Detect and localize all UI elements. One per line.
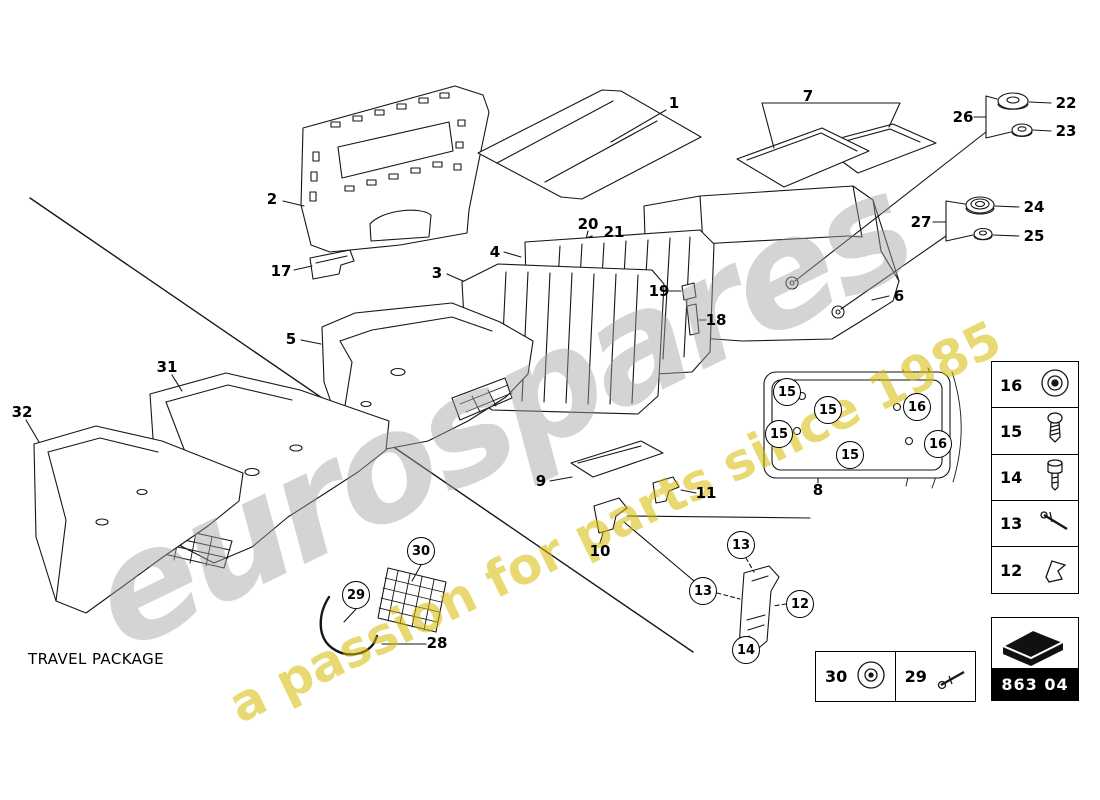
part-shape-1: [477, 89, 702, 200]
part-callout-13-b[interactable]: 13: [689, 577, 717, 605]
part-shape-25: [973, 227, 993, 241]
part-callout-30[interactable]: 30: [407, 537, 435, 565]
part-label-3[interactable]: 3: [431, 264, 443, 282]
legend-row-16[interactable]: 16: [991, 361, 1079, 409]
part-callout-13-a[interactable]: 13: [727, 531, 755, 559]
fastener-legend: 16 15 14 13: [991, 361, 1079, 595]
part-shape-7: [736, 102, 937, 188]
fastener-reference-boxes: 30 29: [815, 651, 976, 702]
part-label-23[interactable]: 23: [1055, 122, 1077, 140]
part-callout-29[interactable]: 29: [342, 581, 370, 609]
part-label-5[interactable]: 5: [285, 330, 297, 348]
part-shape-18: [686, 303, 700, 336]
part-callout-15-d[interactable]: 15: [836, 441, 864, 469]
part-label-21[interactable]: 21: [603, 223, 625, 241]
legend-row-12[interactable]: 12: [991, 546, 1079, 595]
fastener-box-30[interactable]: 30: [815, 651, 897, 702]
part-callout-14[interactable]: 14: [732, 636, 760, 664]
part-shape-28: [377, 567, 447, 633]
part-shape-5: [321, 302, 534, 453]
part-label-20[interactable]: 20: [577, 215, 599, 233]
part-shape-2: [300, 85, 490, 253]
part-label-4[interactable]: 4: [489, 243, 501, 261]
part-label-10[interactable]: 10: [589, 542, 611, 560]
page-title: TRAVEL PACKAGE: [28, 650, 164, 668]
rivet-icon: [933, 657, 969, 697]
part-label-22[interactable]: 22: [1055, 94, 1077, 112]
part-label-28[interactable]: 28: [426, 634, 448, 652]
part-shape-22: [997, 92, 1029, 110]
part-shape-17: [309, 249, 355, 280]
fastener-number: 30: [825, 667, 848, 686]
part-label-25[interactable]: 25: [1023, 227, 1045, 245]
part-label-11[interactable]: 11: [695, 484, 717, 502]
part-label-7[interactable]: 7: [802, 87, 814, 105]
part-shape-19: [681, 282, 697, 301]
clip-icon: [1037, 548, 1073, 592]
part-label-17[interactable]: 17: [270, 262, 292, 280]
part-shape-32: [33, 425, 244, 614]
carpet-wedge-icon: [991, 617, 1079, 670]
part-callout-12[interactable]: 12: [786, 590, 814, 618]
legend-row-13[interactable]: 13: [991, 499, 1079, 548]
part-label-32[interactable]: 32: [11, 403, 33, 421]
part-label-8[interactable]: 8: [812, 481, 824, 499]
fastener-number: 29: [904, 667, 927, 686]
part-callout-15-c[interactable]: 15: [814, 396, 842, 424]
legend-number: 13: [1000, 514, 1023, 534]
bolt-icon: [1037, 456, 1073, 500]
legend-row-15[interactable]: 15: [991, 407, 1079, 456]
part-shape-24: [965, 196, 995, 215]
part-callout-15-a[interactable]: 15: [773, 378, 801, 406]
part-callout-15-b[interactable]: 15: [765, 420, 793, 448]
screw-icon: [1037, 409, 1073, 453]
part-callout-16-b[interactable]: 16: [924, 430, 952, 458]
part-shape-9: [570, 440, 664, 478]
legend-number: 15: [1000, 421, 1023, 441]
washer-icon: [853, 657, 889, 697]
part-shape-10: [593, 497, 628, 534]
part-shape-23: [1011, 123, 1033, 138]
part-label-1[interactable]: 1: [668, 94, 680, 112]
legend-number: 12: [1000, 560, 1023, 580]
part-label-27[interactable]: 27: [910, 213, 932, 231]
part-group-code: 863 04: [991, 668, 1079, 702]
part-shape-29-wire: [319, 595, 379, 656]
fastener-box-29[interactable]: 29: [894, 651, 976, 702]
part-label-18[interactable]: 18: [705, 311, 727, 329]
grommet-icon: [1037, 363, 1073, 407]
pin-icon: [1037, 502, 1073, 546]
legend-number: 16: [1000, 375, 1023, 395]
part-label-9[interactable]: 9: [535, 472, 547, 490]
part-label-24[interactable]: 24: [1023, 198, 1045, 216]
part-group-code-box[interactable]: 863 04: [991, 617, 1079, 702]
part-shape-11: [652, 476, 680, 504]
part-label-19[interactable]: 19: [648, 282, 670, 300]
legend-number: 14: [1000, 468, 1023, 488]
part-label-2[interactable]: 2: [266, 190, 278, 208]
legend-row-14[interactable]: 14: [991, 453, 1079, 502]
part-label-26[interactable]: 26: [952, 108, 974, 126]
part-callout-16-a[interactable]: 16: [903, 393, 931, 421]
part-label-6[interactable]: 6: [893, 287, 905, 305]
part-label-31[interactable]: 31: [156, 358, 178, 376]
